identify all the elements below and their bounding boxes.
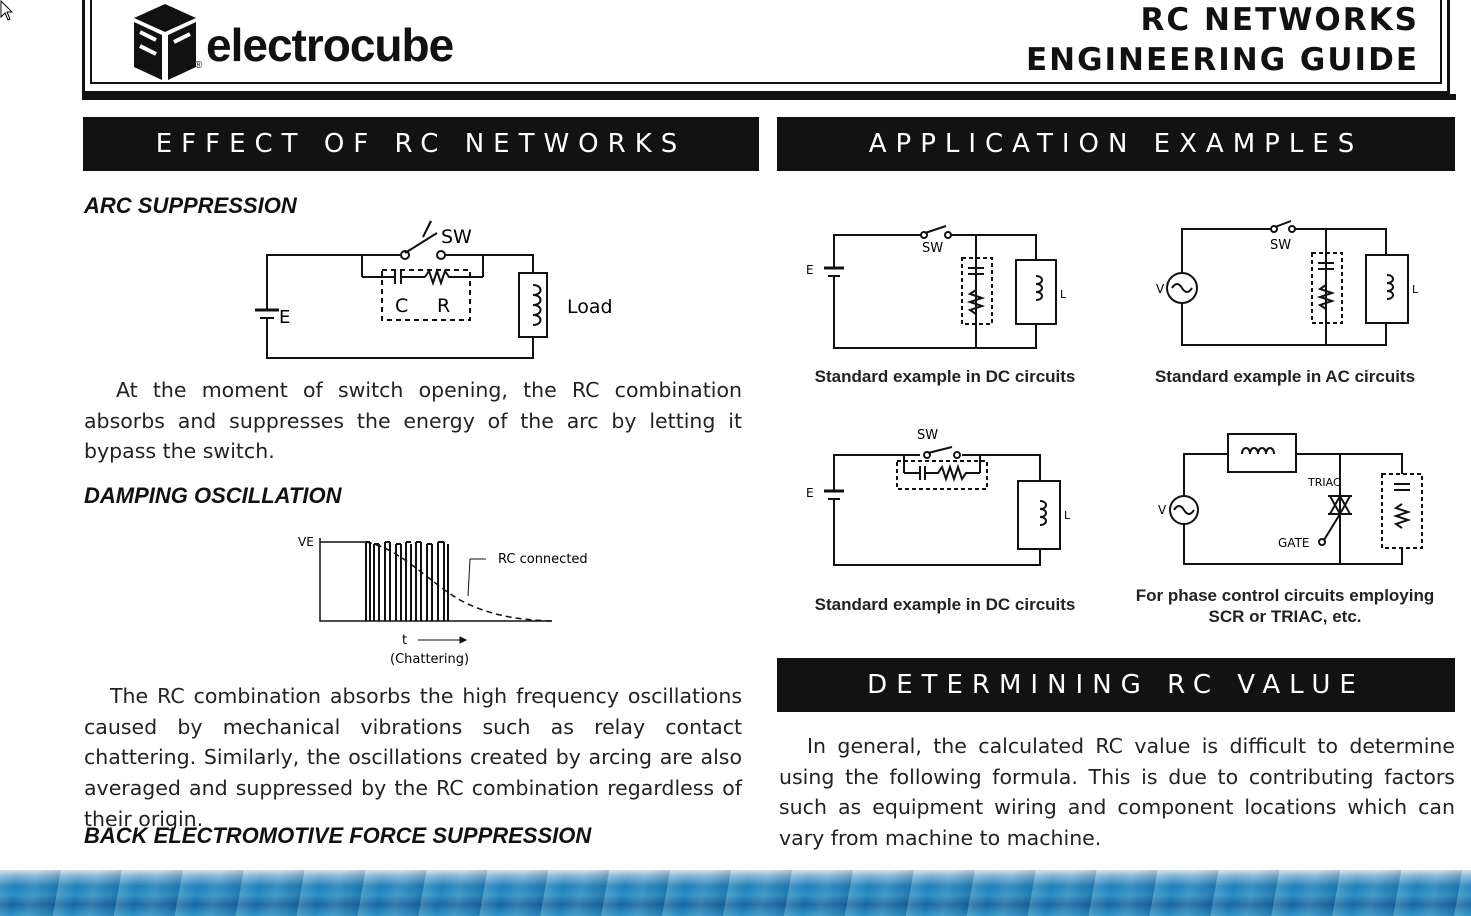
ex3-l-label: L <box>1064 509 1070 522</box>
damping-t-label: t <box>402 633 407 648</box>
guide-title-line1: RC NETWORKS <box>1140 2 1419 38</box>
guide-title-line2: ENGINEERING GUIDE <box>1025 42 1419 78</box>
header-shadow <box>82 94 1456 100</box>
ex1-sw-label: SW <box>922 241 943 256</box>
damping-rc-connected-label: RC connected <box>498 552 588 567</box>
water-background-band <box>0 870 1471 916</box>
brand-name: electrocube <box>206 19 454 71</box>
ex3-caption: Standard example in DC circuits <box>814 595 1076 614</box>
section-bar-effect: EFFECT OF RC NETWORKS <box>83 117 759 171</box>
ex1-e-label: E <box>806 263 814 277</box>
section-title-determining: DETERMINING RC VALUE <box>867 670 1365 700</box>
example-ac-circuit: SW V L <box>1156 220 1419 346</box>
ex4-caption-line1: For phase control circuits employing <box>1135 586 1435 605</box>
damping-oscillation-diagram: VE RC connected t (Chattering) <box>298 535 588 667</box>
registered-mark: ® <box>195 60 203 71</box>
ex1-l-label: L <box>1060 288 1067 301</box>
ex4-caption-line2: SCR or TRIAC, etc. <box>1208 607 1362 626</box>
ex2-v-label: V <box>1156 282 1165 296</box>
section-bar-determining: DETERMINING RC VALUE <box>777 658 1455 712</box>
example-dc-circuit-1: SW E L <box>806 225 1067 349</box>
section-title-application: APPLICATION EXAMPLES <box>868 129 1364 159</box>
header-inner-frame <box>90 0 1442 84</box>
example-phase-control-circuit: V TRIAC GATE <box>1158 433 1423 565</box>
arc-c-label: C <box>395 295 408 317</box>
damping-chattering-label: (Chattering) <box>390 652 469 667</box>
heading-back-emf-suppression: BACK ELECTROMOTIVE FORCE SUPPRESSION <box>84 823 592 848</box>
arc-load-label: Load <box>567 296 613 318</box>
section-bar-application: APPLICATION EXAMPLES <box>777 117 1455 171</box>
determining-paragraph: In general, the calculated RC value is d… <box>779 734 1455 851</box>
heading-damping-oscillation: DAMPING OSCILLATION <box>84 483 342 508</box>
ex4-triac-label: TRIAC <box>1307 476 1341 489</box>
heading-arc-suppression: ARC SUPPRESSION <box>84 193 297 218</box>
arc-sw-label: SW <box>441 226 472 248</box>
mouse-cursor-icon <box>0 0 14 21</box>
electrocube-logo-icon <box>134 4 196 80</box>
arc-suppression-paragraph: At the moment of switch opening, the RC … <box>84 378 742 464</box>
arc-suppression-diagram: SW C R E Load <box>255 220 613 359</box>
ex3-e-label: E <box>806 486 814 500</box>
arc-r-label: R <box>437 295 450 317</box>
water-ripple-overlay <box>0 870 1471 916</box>
ex2-caption: Standard example in AC circuits <box>1154 367 1416 386</box>
ex4-v-label: V <box>1158 503 1167 517</box>
damping-ve-label: VE <box>298 535 314 549</box>
header-frame <box>82 0 1450 94</box>
section-title-effect: EFFECT OF RC NETWORKS <box>155 129 687 159</box>
ex2-l-label: L <box>1412 283 1419 296</box>
arc-e-label: E <box>279 307 290 328</box>
ex4-caption: For phase control circuits employing SCR… <box>1115 585 1455 627</box>
example-dc-circuit-2: SW E L <box>806 428 1070 566</box>
ex1-caption: Standard example in DC circuits <box>814 367 1076 386</box>
damping-oscillation-paragraph: The RC combination absorbs the high freq… <box>84 684 742 831</box>
ex4-gate-label: GATE <box>1278 536 1310 550</box>
ex2-sw-label: SW <box>1270 238 1291 253</box>
ex3-sw-label: SW <box>917 428 938 443</box>
